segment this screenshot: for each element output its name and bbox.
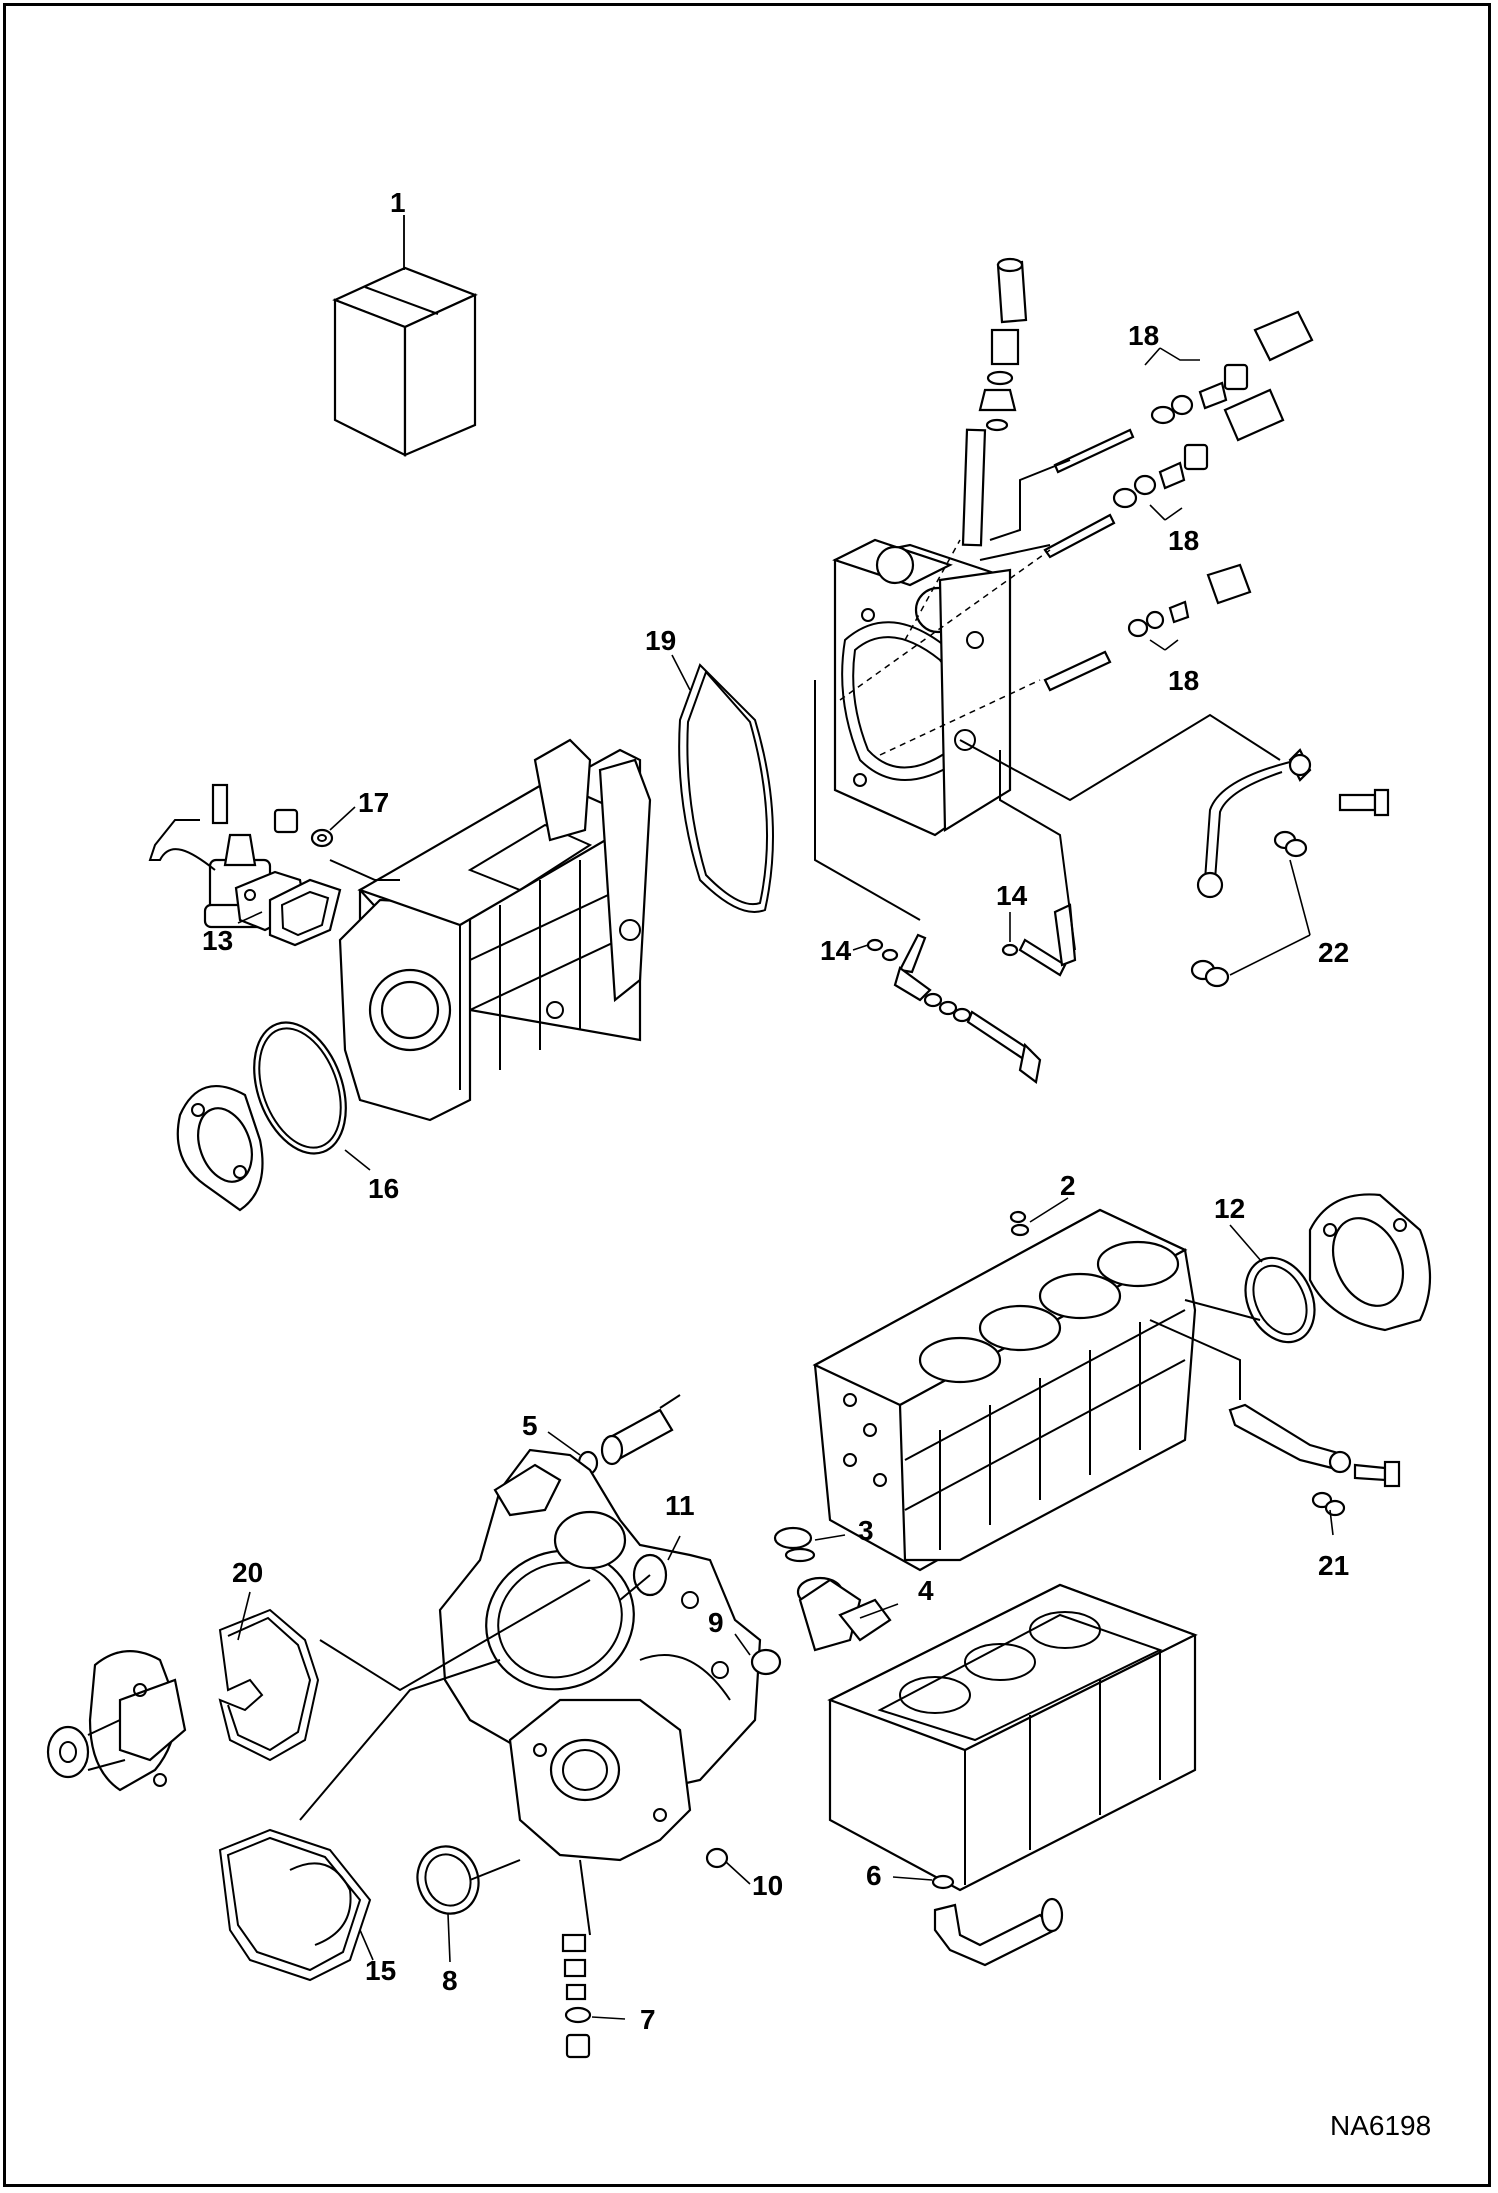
part-gasket-20 xyxy=(218,1608,320,1762)
part-gasket-15 xyxy=(218,1828,372,1982)
callout-7: 7 xyxy=(640,2004,656,2035)
part-water-pump-20 xyxy=(46,1650,187,1792)
callout-20: 20 xyxy=(232,1557,263,1588)
part-feed-pump-gasket xyxy=(268,878,342,947)
part-governor-cover-gasket xyxy=(678,663,774,913)
callout-5: 5 xyxy=(522,1410,538,1441)
callout-17: 17 xyxy=(358,787,389,818)
part-levers-14 xyxy=(866,903,1077,1084)
part-governor-cover xyxy=(832,538,1012,837)
callout-8: 8 xyxy=(442,1965,458,1996)
part-water-pipe-5 xyxy=(577,1394,681,1476)
callout-14b: 14 xyxy=(996,880,1028,911)
callout-6: 6 xyxy=(866,1860,882,1891)
callout-12: 12 xyxy=(1214,1193,1245,1224)
leader-lines xyxy=(237,215,1334,2020)
part-oil-filter-bracket xyxy=(773,1526,892,1652)
part-control-rod xyxy=(961,257,1028,547)
callout-15: 15 xyxy=(365,1955,396,1986)
part-crank-seal-8 xyxy=(416,1845,480,1915)
part-kit-box xyxy=(332,215,478,457)
callout-14a: 14 xyxy=(820,935,852,966)
callout-4: 4 xyxy=(918,1575,934,1606)
part-plug-17 xyxy=(273,808,334,848)
callout-13: 13 xyxy=(202,925,233,956)
callout-21: 21 xyxy=(1318,1550,1349,1581)
part-oil-pipe-22 xyxy=(1190,748,1390,988)
part-adjusting-screws xyxy=(1043,310,1314,692)
callout-labels: 1 2 3 4 5 6 7 8 9 10 11 12 13 14 14 15 1… xyxy=(202,187,1349,2035)
callout-9: 9 xyxy=(708,1607,724,1638)
callout-18b: 18 xyxy=(1168,525,1199,556)
part-drain-elbow xyxy=(931,1874,1064,1967)
callout-18c: 18 xyxy=(1168,665,1199,696)
part-relief-valve-7 xyxy=(561,1933,592,2059)
callout-1: 1 xyxy=(390,187,406,218)
callout-22: 22 xyxy=(1318,937,1349,968)
part-oil-pump-cover xyxy=(508,1698,692,1862)
part-cylinder-block xyxy=(812,1208,1197,1572)
callout-19: 19 xyxy=(645,625,676,656)
callout-16: 16 xyxy=(368,1173,399,1204)
callout-3: 3 xyxy=(858,1515,874,1546)
dashed-guide-line xyxy=(879,679,1041,756)
part-gear-case xyxy=(438,1448,762,1802)
drawing-border xyxy=(3,3,1491,2187)
callout-2: 2 xyxy=(1060,1170,1076,1201)
callout-18a: 18 xyxy=(1128,320,1159,351)
callout-10: 10 xyxy=(752,1870,783,1901)
callout-11: 11 xyxy=(665,1490,695,1521)
part-oil-pan xyxy=(827,1583,1198,1892)
part-o-ring-16 xyxy=(253,1021,347,1155)
part-injection-pump-housing xyxy=(338,738,652,1122)
part-oil-pipe-21 xyxy=(1228,1403,1401,1517)
part-seal-housing xyxy=(1308,1193,1432,1332)
part-flange-plate xyxy=(176,1085,264,1212)
dashed-guide-line xyxy=(904,539,961,641)
drawing-code: NA6198 xyxy=(1330,2110,1431,2141)
